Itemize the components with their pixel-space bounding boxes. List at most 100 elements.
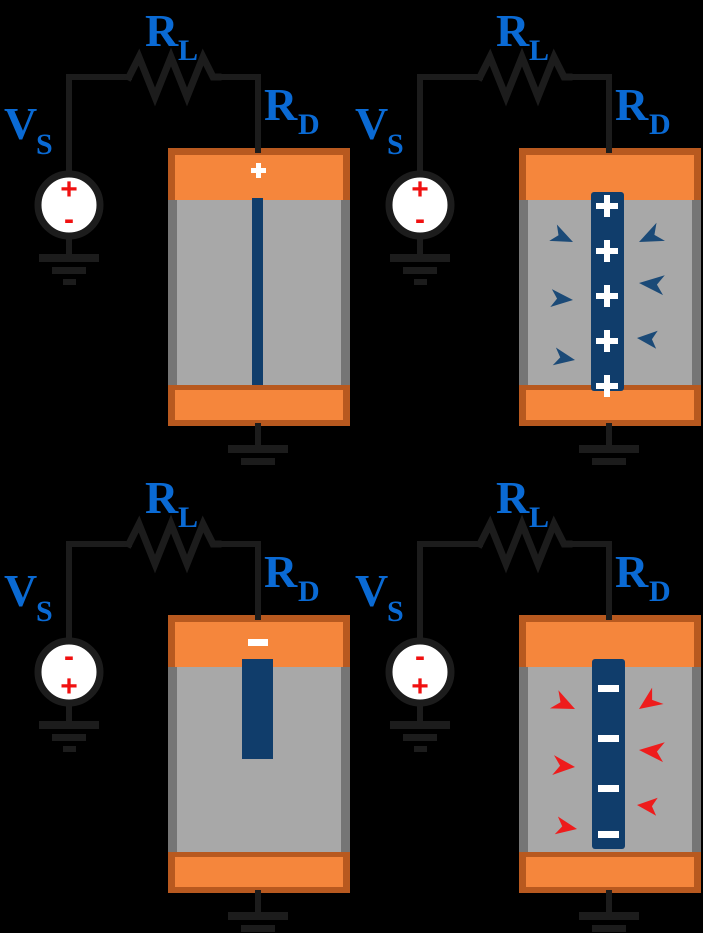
rl-main: R (496, 5, 530, 56)
dielectric-left-edge (519, 667, 528, 852)
top-electrode-charge-plus-icon (251, 163, 266, 178)
source-plus-sign: + (411, 670, 429, 703)
wire-resistor-to-device (215, 541, 261, 620)
label-rd-1: R D (264, 79, 320, 141)
rd-sub: D (298, 575, 320, 608)
carrier-drift-arrow-icon-6 (552, 347, 575, 366)
voltage-source-circle-icon (34, 170, 104, 240)
panel-4-canvas: - + V S R L R D (351, 467, 703, 933)
voltage-source-circle-icon (34, 637, 104, 707)
top-electrode-charge-minus-icon (248, 639, 268, 646)
label-vs-2: V S (355, 98, 404, 161)
label-rd-2: R D (615, 79, 671, 141)
resistor-zigzag-icon (124, 47, 222, 107)
source-plus-sign: + (60, 670, 78, 703)
charge-minus-3 (598, 785, 619, 792)
dielectric-right-edge (692, 667, 701, 852)
charge-minus-1 (598, 685, 619, 692)
circuit-wires-4 (417, 514, 612, 915)
carrier-drift-arrow-icon-3 (639, 275, 665, 296)
ground-symbol-source-4 (390, 721, 450, 752)
vs-main: V (355, 98, 388, 149)
label-rd-4: R D (615, 546, 671, 608)
vs-sub: S (387, 595, 404, 628)
vs-sub: S (36, 595, 53, 628)
rl-sub: L (178, 34, 198, 67)
rd-main: R (264, 79, 298, 130)
source-minus-sign: - (64, 640, 74, 673)
wire-resistor-to-device (566, 74, 612, 153)
vs-main: V (4, 98, 37, 149)
bottom-electrode (175, 390, 343, 420)
resistor-zigzag-icon (124, 514, 222, 574)
label-vs-1: V S (4, 98, 53, 161)
filament-thick (592, 659, 625, 849)
rd-main: R (615, 546, 649, 597)
circuit-panel-4: - + V S R L R D (351, 467, 703, 933)
carrier-drift-arrow-icon-5 (637, 330, 658, 349)
label-rl-4: R L (496, 472, 549, 534)
resistor-zigzag-icon (475, 47, 573, 107)
rl-main: R (496, 472, 530, 523)
panel-2-canvas: + - V S R L R D (351, 0, 703, 466)
dielectric-right-edge (692, 200, 701, 385)
label-rd-3: R D (264, 546, 320, 608)
charge-minus-2 (598, 735, 619, 742)
rl-sub: L (529, 501, 549, 534)
carrier-drift-arrow-icon-1 (549, 690, 575, 709)
bottom-electrode (526, 857, 694, 887)
circuit-wires-2 (417, 47, 612, 448)
filament-stub (242, 659, 273, 759)
label-rl-2: R L (496, 5, 549, 67)
rd-sub: D (649, 108, 671, 141)
charge-minus-4 (598, 831, 619, 838)
charge-plus-1 (596, 195, 618, 217)
carrier-drift-arrow-icon-2 (639, 222, 665, 242)
vs-main: V (4, 565, 37, 616)
ground-symbol-source-2 (390, 254, 450, 285)
panel-1-canvas: + - V S R L R D (0, 0, 352, 466)
wire-resistor-to-device (215, 74, 261, 153)
device-stack-3 (168, 615, 350, 893)
device-stack-1 (168, 148, 350, 426)
panel-3-canvas: - + V S R L R D (0, 467, 352, 933)
circuit-panel-3: - + V S R L R D (0, 467, 352, 933)
carrier-drift-arrow-icon-6 (554, 816, 577, 835)
voltage-source-circle-icon (385, 170, 455, 240)
filament-charges-plus (596, 195, 618, 397)
rd-main: R (264, 546, 298, 597)
rd-sub: D (649, 575, 671, 608)
filament-thin (252, 198, 263, 385)
carrier-drift-arrow-icon-1 (549, 224, 573, 242)
source-plus-sign: + (60, 173, 78, 206)
voltage-source-3[interactable]: - + (34, 637, 104, 707)
source-minus-sign: - (415, 203, 425, 236)
carrier-drift-arrow-icon-4 (552, 755, 575, 776)
wire-resistor-to-device (566, 541, 612, 620)
vs-sub: S (387, 128, 404, 161)
dielectric-left-edge (168, 667, 177, 852)
ground-symbol-device-1 (228, 445, 288, 465)
carrier-drift-arrow-icon-2 (639, 687, 664, 709)
voltage-source-4[interactable]: - + (385, 637, 455, 707)
rd-main: R (615, 79, 649, 130)
circuit-wires-1 (66, 47, 261, 448)
circuit-panel-1: + - V S R L R D (0, 0, 352, 466)
rl-main: R (145, 5, 179, 56)
ground-symbol-device-2 (579, 445, 639, 465)
ground-symbol-source-3 (39, 721, 99, 752)
charge-plus-4 (596, 330, 618, 352)
device-stack-4 (519, 615, 701, 893)
circuit-panel-2: + - V S R L R D (351, 0, 703, 466)
ground-symbol-source-1 (39, 254, 99, 285)
filament-charges-minus (598, 685, 619, 838)
charge-plus-5 (596, 375, 618, 397)
carrier-drift-arrow-icon-5 (637, 797, 658, 816)
dielectric-right-edge (341, 667, 350, 852)
device-stack-2 (519, 148, 701, 426)
voltage-source-1[interactable]: + - (34, 170, 104, 240)
dielectric-right-edge (341, 200, 350, 385)
carrier-drift-arrow-icon-4 (550, 289, 573, 308)
rd-sub: D (298, 108, 320, 141)
voltage-source-2[interactable]: + - (385, 170, 455, 240)
